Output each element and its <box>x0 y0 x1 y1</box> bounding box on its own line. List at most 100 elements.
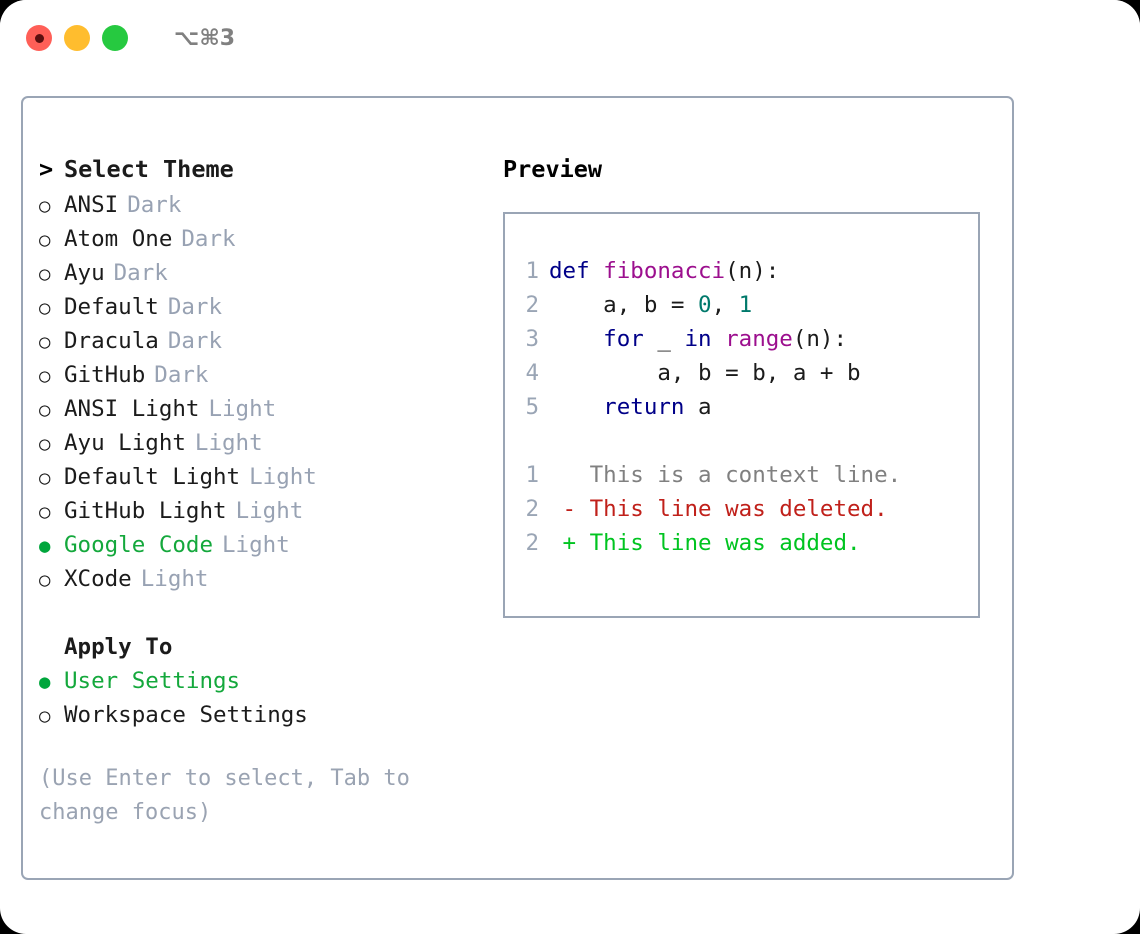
theme-option-label: Default Light <box>64 464 241 490</box>
theme-option-variant-badge: Dark <box>167 294 223 320</box>
title-bar: ⌥⌘3 <box>0 0 1140 76</box>
theme-option-github[interactable]: ○ GitHub Dark <box>39 358 503 392</box>
theme-option-label: GitHub Light <box>64 498 227 524</box>
theme-option-label: XCode <box>64 566 132 592</box>
theme-option-default[interactable]: ○ Default Dark <box>39 290 503 324</box>
minimize-button[interactable] <box>64 25 90 51</box>
theme-option-label: Ayu Light <box>64 430 186 456</box>
line-number: 1 <box>525 462 539 488</box>
code-token-plain: a <box>698 394 712 420</box>
select-theme-header-label: Select Theme <box>64 155 234 183</box>
code-token-kw: return <box>549 394 699 420</box>
theme-option-variant-badge: Light <box>208 396 277 422</box>
line-number: 4 <box>525 360 539 386</box>
theme-option-ansi[interactable]: ○ ANSI Dark <box>39 188 503 222</box>
theme-option-variant-badge: Dark <box>154 362 209 388</box>
theme-option-variant-badge: Light <box>235 498 304 524</box>
radio-selected-icon: ● <box>39 535 51 557</box>
diff-sample: 1 This is a context line.2 - This line w… <box>505 458 978 560</box>
theme-option-label: Google Code <box>64 532 214 558</box>
theme-option-github-light[interactable]: ○ GitHub Light Light <box>39 494 503 528</box>
theme-option-label: Dracula <box>64 328 159 354</box>
line-number: 5 <box>525 394 539 420</box>
radio-unselected-icon: ○ <box>39 365 51 387</box>
diff-line-content: - This line was deleted. <box>549 496 888 522</box>
apply-to-option-list: ●User Settings○Workspace Settings <box>39 664 503 732</box>
preview-title: Preview <box>503 155 603 183</box>
diff-line-content: + This line was added. <box>549 530 861 556</box>
theme-option-variant-badge: Light <box>194 430 263 456</box>
close-button[interactable] <box>26 25 52 51</box>
radio-unselected-icon: ○ <box>39 467 51 489</box>
code-token-plain: , <box>711 292 739 318</box>
theme-option-label: GitHub <box>64 362 146 388</box>
theme-option-variant-badge: Dark <box>167 328 223 354</box>
window-title: ⌥⌘3 <box>174 25 236 51</box>
theme-option-variant-badge: Light <box>222 532 290 558</box>
apply-to-header: Apply To <box>64 634 173 660</box>
theme-option-variant-badge: Dark <box>127 192 182 218</box>
theme-option-google-code[interactable]: ● Google Code Light <box>39 528 503 562</box>
theme-option-dracula[interactable]: ○ Dracula Dark <box>39 324 503 358</box>
code-line-content: return a <box>549 390 712 424</box>
preview-spacer <box>505 424 978 458</box>
theme-option-atom-one[interactable]: ○ Atom One Dark <box>39 222 503 256</box>
traffic-light-group <box>26 25 128 51</box>
apply-to-option-workspace-settings[interactable]: ○Workspace Settings <box>39 698 503 732</box>
radio-unselected-icon: ○ <box>39 501 51 523</box>
code-line: 2 a, b = 0, 1 <box>505 288 978 322</box>
code-token-fn: range <box>725 326 793 352</box>
line-number: 2 <box>525 530 539 556</box>
theme-option-label: Ayu <box>64 260 105 286</box>
code-line: 4 a, b = b, a + b <box>505 356 978 390</box>
diff-line-add: 2 + This line was added. <box>505 526 978 560</box>
maximize-button[interactable] <box>102 25 128 51</box>
code-token-plain: a, b = <box>549 292 699 318</box>
code-line-content: for _ in range(n): <box>549 322 847 356</box>
code-token-num: 1 <box>738 292 753 318</box>
theme-option-label: Atom One <box>64 226 173 252</box>
prompt-caret-icon: > <box>39 155 54 183</box>
theme-option-default-light[interactable]: ○ Default Light Light <box>39 460 503 494</box>
radio-unselected-icon: ○ <box>39 229 51 251</box>
apply-to-option-user-settings[interactable]: ●User Settings <box>39 664 503 698</box>
radio-unselected-icon: ○ <box>39 331 51 353</box>
code-token-kw: def <box>549 258 604 284</box>
radio-unselected-icon: ○ <box>39 263 51 285</box>
diff-line-del: 2 - This line was deleted. <box>505 492 978 526</box>
theme-option-variant-badge: Light <box>249 464 317 490</box>
keyboard-hint-text: (Use Enter to select, Tab to change focu… <box>39 766 424 825</box>
code-token-punct: (n): <box>792 326 848 352</box>
list-spacer <box>39 596 503 630</box>
theme-option-xcode[interactable]: ○ XCode Light <box>39 562 503 596</box>
code-token-fn: fibonacci <box>603 258 726 284</box>
recording-indicator-icon <box>34 33 44 43</box>
radio-unselected-icon: ○ <box>39 569 51 591</box>
diff-line-context: 1 This is a context line. <box>505 458 978 492</box>
line-number: 3 <box>525 326 539 352</box>
code-token-num: 0 <box>698 292 712 318</box>
code-token-kw: in <box>684 326 726 352</box>
code-token-plain: a, b = b, a + b <box>549 360 861 386</box>
radio-unselected-icon: ○ <box>39 195 51 217</box>
theme-option-variant-badge: Dark <box>181 226 236 252</box>
code-token-plain: _ <box>657 326 685 352</box>
code-token-punct: (n): <box>725 258 780 284</box>
code-line: 5 return a <box>505 390 978 424</box>
theme-option-variant-badge: Light <box>140 566 209 592</box>
radio-unselected-icon: ○ <box>39 297 51 319</box>
theme-option-label: Default <box>64 294 159 320</box>
apply-to-option-label: Workspace Settings <box>64 702 308 728</box>
theme-option-label: ANSI <box>64 192 119 218</box>
line-number: 2 <box>525 496 539 522</box>
